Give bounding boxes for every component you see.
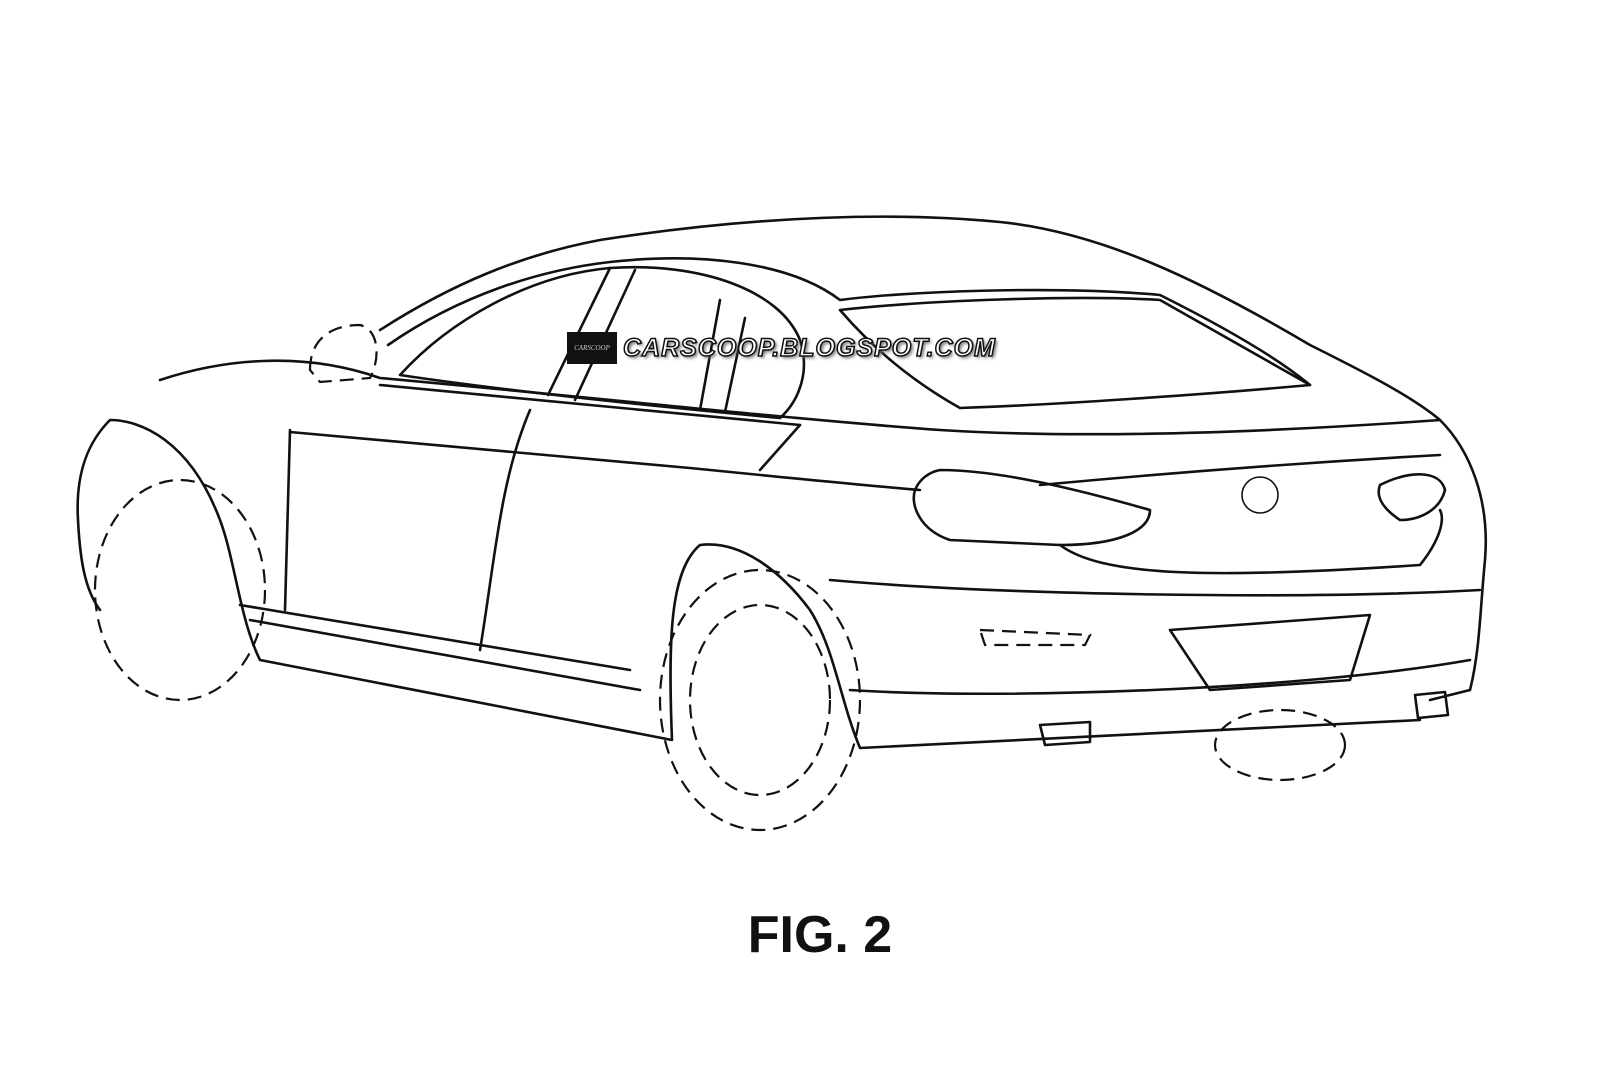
rear-wheel — [658, 568, 862, 832]
roof-inner — [386, 257, 1312, 387]
watermark: CARSCOOP CARSCOOP.BLOGSPOT.COM — [567, 332, 996, 364]
trunk-lid — [1038, 453, 1444, 575]
tail-light-right — [1377, 473, 1447, 522]
tail-light-left — [912, 468, 1152, 547]
roof-outline — [378, 215, 1442, 422]
badge — [1241, 476, 1279, 514]
far-rear-wheel — [1213, 708, 1347, 782]
character-line — [288, 383, 922, 492]
license-recess — [1168, 613, 1372, 692]
front-wheel — [93, 478, 267, 702]
body-outline — [76, 359, 1488, 750]
watermark-logo-text: CARSCOOP — [574, 344, 610, 352]
side-mirror — [308, 323, 378, 384]
figure-label: FIG. 2 — [747, 906, 893, 964]
watermark-logo: CARSCOOP — [567, 332, 617, 364]
reflector — [978, 628, 1092, 647]
rear-bumper — [828, 578, 1482, 696]
watermark-text: CARSCOOP.BLOGSPOT.COM — [622, 333, 996, 363]
rear-wheel-inner — [688, 603, 832, 797]
rear-window — [838, 296, 1312, 410]
exhaust — [1038, 690, 1450, 747]
door-cut — [283, 408, 802, 652]
rocker-panel — [238, 603, 642, 692]
